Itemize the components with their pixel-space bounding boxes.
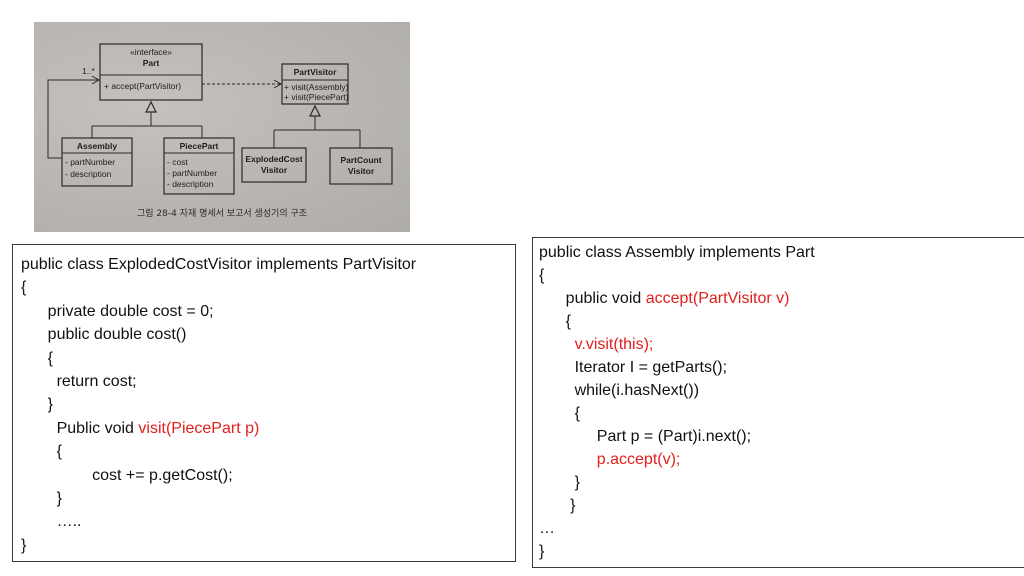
code-text: {: [21, 279, 27, 297]
code-text: }: [21, 536, 27, 554]
code-text: {: [539, 313, 572, 330]
code-text: }: [539, 474, 580, 491]
code-text: public double cost(): [21, 326, 187, 344]
code-line: }: [21, 489, 62, 509]
assembly-box: [61, 137, 133, 187]
exploded-cost-visitor-code: public class ExplodedCostVisitor impleme…: [12, 244, 516, 562]
code-line: }: [21, 536, 26, 556]
code-line: }: [539, 542, 544, 562]
code-line: public class ExplodedCostVisitor impleme…: [21, 255, 416, 275]
code-line: public class Assembly implements Part: [539, 243, 815, 263]
code-line: }: [539, 496, 575, 516]
partcountvisitor-box: [329, 147, 393, 185]
code-text: }: [21, 490, 62, 507]
partcount-name-line-2: Visitor: [348, 166, 375, 176]
code-line: }: [539, 473, 580, 493]
uml-diagram-photo: «interface» Part + accept(PartVisitor) P…: [34, 22, 410, 232]
visitor-method-1: + visit(Assembly): [284, 82, 349, 92]
part-interface-box: [99, 43, 203, 101]
assembly-field-1: - partNumber: [65, 157, 115, 167]
code-text: Iterator I = getParts();: [539, 359, 728, 376]
code-text: {: [21, 349, 54, 367]
highlighted-code: v.visit(this);: [539, 336, 654, 353]
code-line: Public void visit(PiecePart p): [21, 419, 260, 439]
code-text: }: [539, 497, 576, 514]
code-line: {: [21, 278, 26, 298]
code-line: p.accept(v);: [539, 450, 681, 470]
visitor-method-2: + visit(PiecePart): [284, 92, 349, 102]
code-line: private double cost = 0;: [21, 302, 214, 322]
code-text: public void: [539, 290, 646, 307]
part-method: + accept(PartVisitor): [104, 81, 181, 91]
piecepart-box: [163, 137, 235, 195]
code-line: public double cost(): [21, 325, 187, 345]
exploded-name-line-2: Visitor: [261, 165, 288, 175]
partcount-name-line-1: PartCount: [340, 155, 381, 165]
code-line: Iterator I = getParts();: [539, 358, 728, 378]
part-name: Part: [143, 58, 160, 68]
code-text: }: [539, 543, 545, 560]
code-line: …..: [21, 512, 82, 532]
piecepart-field-1: - cost: [167, 157, 188, 167]
highlighted-code: p.accept(v);: [539, 451, 681, 468]
code-line: {: [21, 442, 62, 462]
code-line: {: [539, 266, 544, 286]
multiplicity-label: 1..*: [82, 66, 95, 76]
exploded-name-line-1: ExplodedCost: [245, 154, 302, 164]
piecepart-field-2: - partNumber: [167, 168, 217, 178]
code-line: {: [539, 312, 571, 332]
interface-stereotype: «interface»: [130, 47, 172, 57]
partvisitor-name: PartVisitor: [294, 67, 338, 77]
code-text: while(i.hasNext()): [539, 382, 700, 399]
code-text: Public void: [21, 419, 139, 437]
code-text: {: [21, 443, 62, 461]
code-text: Part p = (Part)i.next();: [539, 428, 752, 445]
assembly-code: public class Assembly implements Part { p…: [532, 237, 1024, 568]
piecepart-field-3: - description: [167, 179, 214, 189]
code-line: return cost;: [21, 372, 137, 392]
code-line: cost += p.getCost();: [21, 466, 233, 486]
code-line: while(i.hasNext()): [539, 381, 699, 401]
code-text: {: [539, 405, 580, 422]
piecepart-name: PiecePart: [180, 141, 219, 151]
assembly-name: Assembly: [77, 141, 117, 151]
code-text: }: [21, 396, 54, 414]
code-line: v.visit(this);: [539, 335, 654, 355]
highlighted-code: visit(PiecePart p): [138, 419, 260, 437]
code-text: public class Assembly implements Part: [539, 244, 815, 261]
code-line: public void accept(PartVisitor v): [539, 289, 790, 309]
code-text: {: [539, 267, 545, 284]
code-text: …..: [21, 513, 82, 531]
code-line: {: [539, 404, 580, 424]
code-text: return cost;: [21, 373, 137, 390]
code-text: public class ExplodedCostVisitor impleme…: [21, 256, 417, 273]
code-line: …: [539, 519, 555, 539]
assembly-field-2: - description: [65, 169, 112, 179]
code-line: Part p = (Part)i.next();: [539, 427, 751, 447]
code-line: }: [21, 395, 53, 415]
code-line: {: [21, 349, 53, 369]
code-text: …: [539, 520, 555, 537]
figure-caption: 그림 28-4 자재 명세서 보고서 생성기의 구조: [137, 207, 307, 219]
highlighted-code: accept(PartVisitor v): [645, 290, 790, 307]
uml-diagram: «interface» Part + accept(PartVisitor) P…: [47, 43, 393, 219]
explodedcostvisitor-box: [241, 147, 307, 183]
code-text: private double cost = 0;: [21, 302, 214, 320]
code-text: cost += p.getCost();: [21, 466, 233, 484]
